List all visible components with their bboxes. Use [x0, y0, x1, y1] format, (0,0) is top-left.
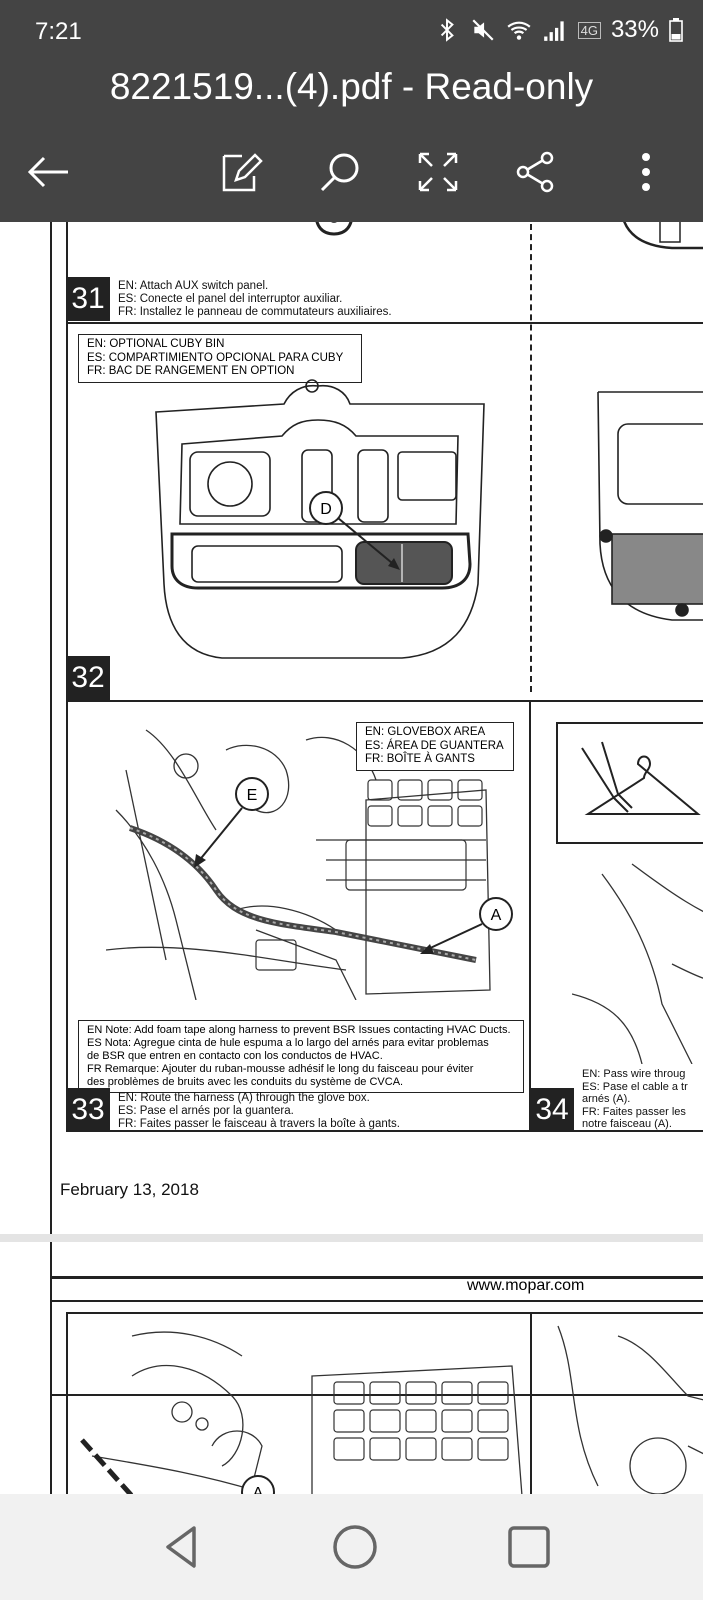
step31-illustration-right: [623, 222, 703, 250]
row-divider: [66, 1312, 703, 1314]
callout-d-arrow: D: [309, 491, 400, 570]
nav-recents-button[interactable]: [502, 1520, 556, 1574]
step33-label-fr: FR: BOÎTE À GANTS: [365, 753, 475, 765]
step33-note-es-1: ES Nota: Agregue cinta de hule espuma a …: [87, 1037, 489, 1049]
nav-home-button[interactable]: [328, 1520, 382, 1574]
step32-illustration-right: [597, 391, 703, 621]
step33-label-box: EN: GLOVEBOX AREA ES: ÁREA DE GUANTERA F…: [356, 722, 514, 771]
edit-button[interactable]: [216, 146, 268, 198]
more-vert-icon: [642, 153, 650, 191]
bluetooth-icon: [440, 18, 454, 42]
cell-divider: [530, 1312, 532, 1494]
step33-en: EN: Route the harness (A) through the gl…: [118, 1092, 370, 1104]
page2-callout-a: A: [253, 1485, 264, 1494]
step31-caption: EN: Attach AUX switch panel. ES: Conecte…: [118, 280, 392, 319]
step31-en: EN: Attach AUX switch panel.: [118, 280, 269, 292]
nav-back-button[interactable]: [156, 1520, 210, 1574]
signal-icon: [543, 21, 564, 41]
step33-note-fr-1: FR Remarque: Ajouter du ruban-mousse adh…: [87, 1063, 474, 1075]
step33-note-es-2: de BSR que entren en contacto con los co…: [87, 1050, 383, 1062]
page-gap: [0, 1234, 703, 1242]
wifi-icon: [507, 21, 531, 40]
pdf-page-2: A: [50, 1300, 703, 1494]
cell-border: [66, 1312, 68, 1494]
row-divider: [66, 1130, 703, 1132]
document-title: 8221519...(4).pdf - Read-only: [109, 66, 594, 107]
search-icon: [320, 153, 359, 192]
step33-note-box: EN Note: Add foam tape along harness to …: [78, 1020, 524, 1093]
step33-fr: FR: Faites passer le faisceau à travers …: [118, 1118, 400, 1130]
step34-en: EN: Pass wire throug: [582, 1068, 686, 1080]
step32-label-en: EN: OPTIONAL CUBY BIN: [87, 338, 225, 350]
page-date: February 13, 2018: [60, 1180, 199, 1199]
step33-label-es: ES: ÁREA DE GUANTERA: [365, 739, 504, 752]
more-options-button[interactable]: [620, 146, 672, 198]
page2-url: www.mopar.com: [467, 1277, 585, 1294]
step34-es-1: ES: Pase el cable a tr: [582, 1080, 688, 1093]
app-header: 7:21 4G 33% 8221519...(4).pdf - Read-onl…: [0, 0, 703, 222]
pliers-hanger-icon: [581, 741, 701, 815]
system-nav-bar: [0, 1494, 703, 1600]
network-type: 4G: [577, 21, 601, 39]
back-arrow-icon: [27, 156, 68, 188]
step33-note-fr-2: des problèmes de bruits avec les conduit…: [87, 1076, 404, 1088]
step33-label-en: EN: GLOVEBOX AREA: [365, 726, 486, 738]
step34-tool-box: [556, 722, 703, 844]
step-number-32: 32: [66, 656, 110, 700]
callout-e-arrow: E: [194, 777, 269, 868]
row-divider: [66, 322, 703, 324]
status-icons: 4G 33%: [434, 16, 683, 44]
step34-fr-1: FR: Faites passer les: [582, 1105, 686, 1118]
step34-fr-2: notre faisceau (A).: [582, 1118, 672, 1130]
pdf-viewport[interactable]: 31 EN: Attach AUX switch panel. ES: Cone…: [0, 222, 703, 1494]
step34-es-2: arnés (A).: [582, 1093, 631, 1105]
recents-square-icon: [508, 1526, 550, 1568]
step32-label-box: EN: OPTIONAL CUBY BIN ES: COMPARTIMIENTO…: [78, 334, 362, 383]
page2-top-rule: [50, 1276, 703, 1279]
step-number-31: 31: [66, 277, 110, 321]
step33-es: ES: Pase el arnés por la guantera.: [118, 1105, 294, 1117]
step32-label-fr: FR: BAC DE RANGEMENT EN OPTION: [87, 365, 295, 377]
step32-label-es: ES: COMPARTIMIENTO OPCIONAL PARA CUBY: [87, 351, 344, 364]
step33-caption: EN: Route the harness (A) through the gl…: [118, 1092, 400, 1131]
back-triangle-icon: [166, 1526, 196, 1568]
fullscreen-icon: [418, 152, 458, 192]
step31-illustration: [315, 222, 353, 236]
pdf-page-1: 31 EN: Attach AUX switch panel. ES: Cone…: [50, 222, 703, 1396]
step-number-34: 34: [530, 1088, 574, 1132]
back-button[interactable]: [22, 146, 74, 198]
home-circle-icon: [333, 1525, 377, 1569]
row-divider: [66, 700, 703, 702]
cell-divider: [530, 222, 532, 692]
step34-illustration: [572, 863, 703, 1064]
step31-es: ES: Conecte el panel del interruptor aux…: [118, 293, 343, 305]
page2-illustration-right: [557, 1325, 703, 1494]
share-icon: [516, 151, 554, 193]
step33-glovebox-illustration: [106, 729, 491, 1000]
callout-a-arrow: A: [420, 897, 513, 954]
search-button[interactable]: [314, 146, 366, 198]
step-number-33: 33: [66, 1088, 110, 1132]
battery-icon: [669, 18, 683, 42]
battery-percent: 33%: [610, 16, 659, 43]
cell-divider: [529, 702, 531, 1132]
callout-e-label: E: [247, 787, 258, 804]
step33-note-en: EN Note: Add foam tape along harness to …: [87, 1024, 511, 1036]
status-time: 7:21: [35, 18, 82, 45]
step31-fr: FR: Installez le panneau de commutateurs…: [118, 306, 392, 318]
edit-pen-icon: [222, 153, 263, 192]
share-button[interactable]: [510, 146, 562, 198]
page2-illustration: A: [80, 1331, 523, 1494]
callout-a-label: A: [491, 907, 502, 924]
callout-d-label: D: [320, 501, 332, 518]
fullscreen-button[interactable]: [412, 146, 464, 198]
mute-icon: [472, 19, 494, 41]
step34-caption: EN: Pass wire throug ES: Pase el cable a…: [582, 1068, 688, 1131]
